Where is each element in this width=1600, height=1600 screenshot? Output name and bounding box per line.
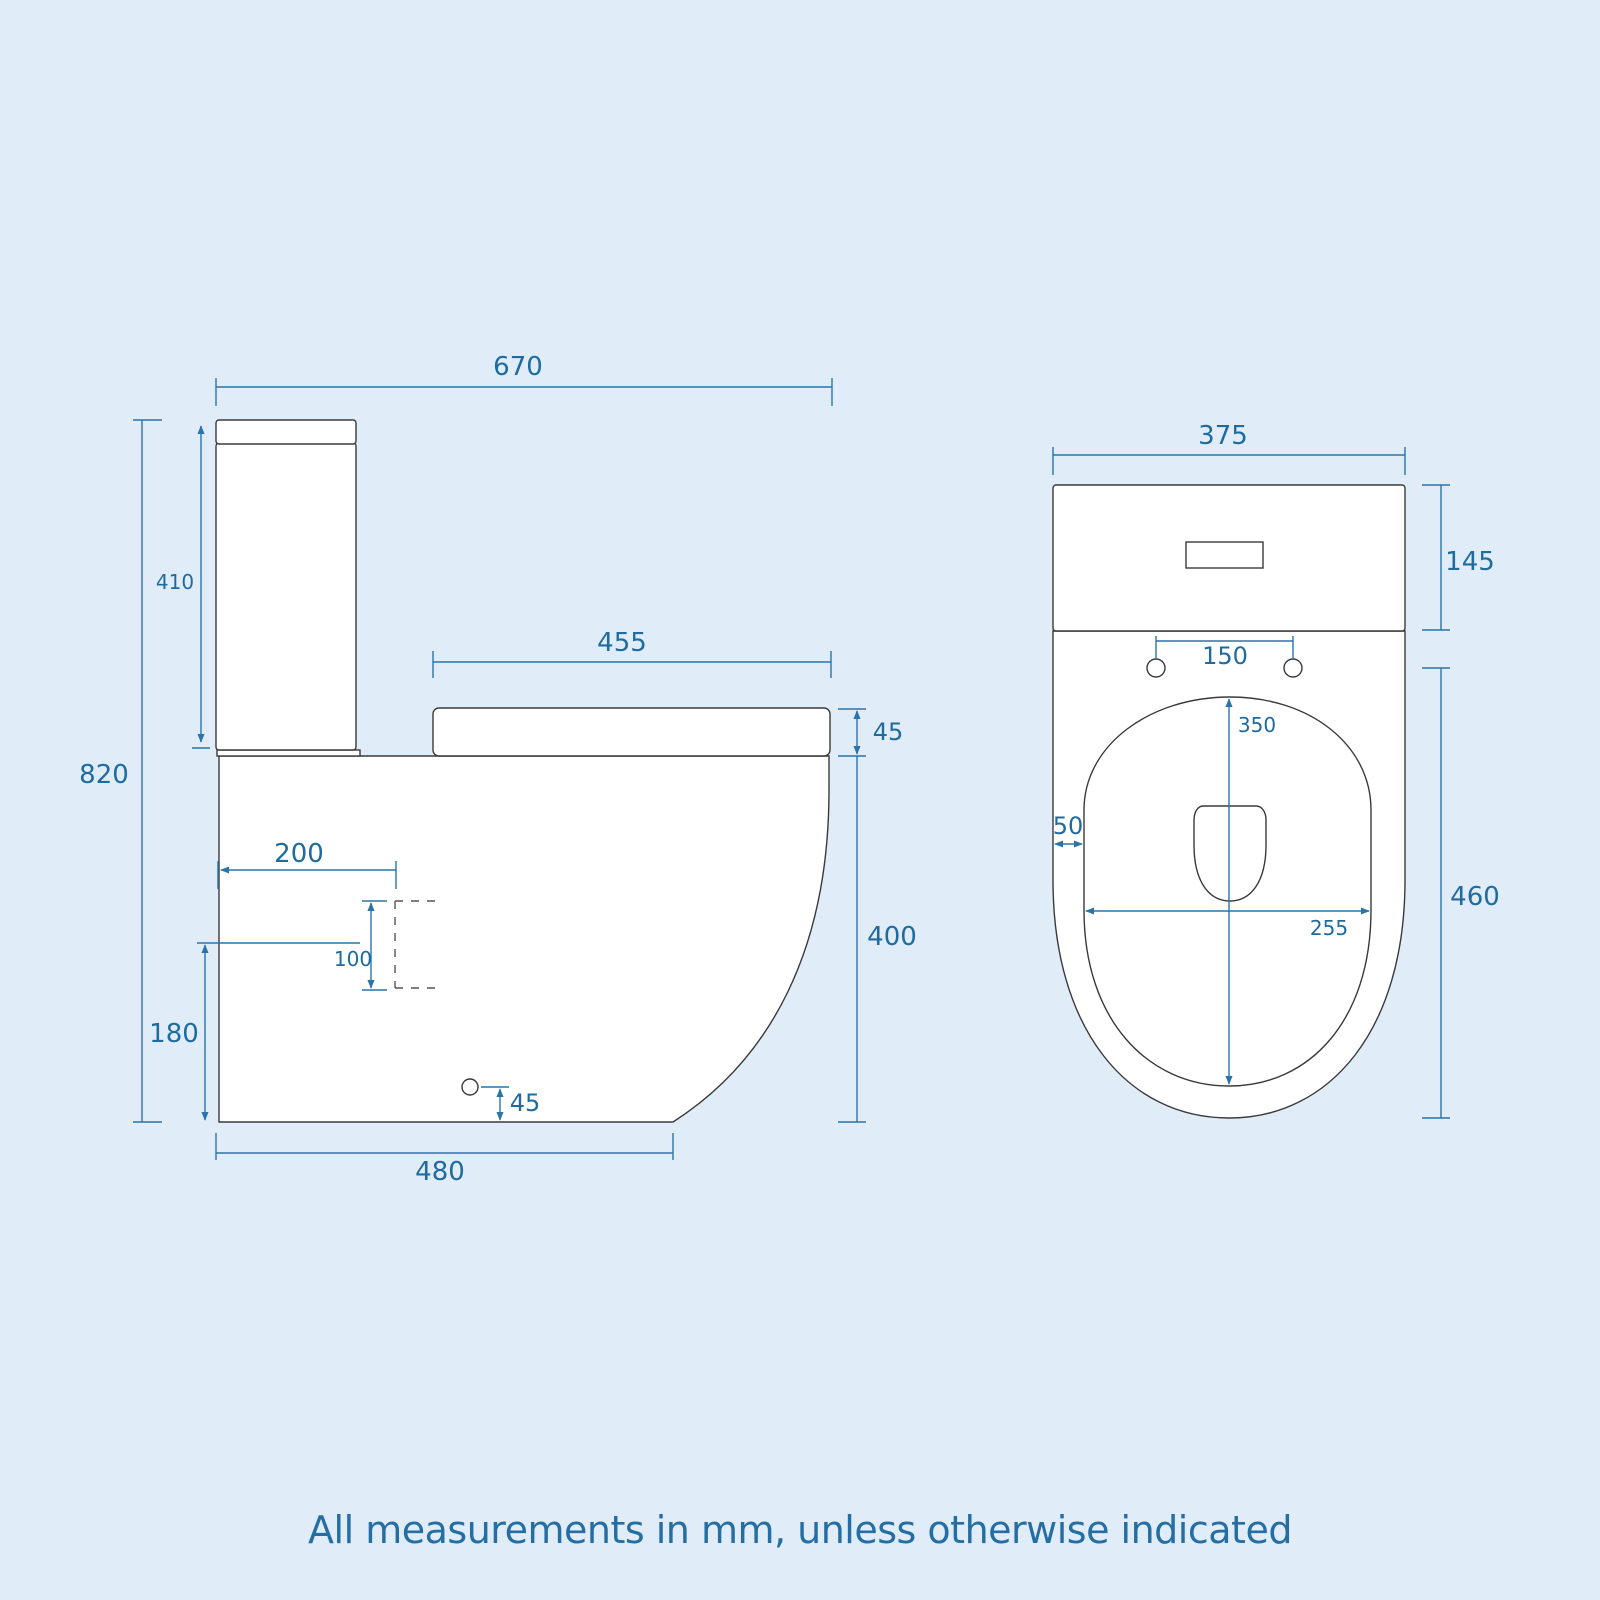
- side-view: 670 820 410 455 45: [79, 352, 917, 1187]
- waste-outlet-outline: [394, 900, 435, 989]
- dim-opening-width: 255: [1085, 907, 1370, 940]
- bowl-outlet: [1193, 805, 1267, 902]
- dim-pan-length: 460: [1422, 667, 1500, 1119]
- svg-text:45: 45: [510, 1089, 541, 1117]
- dim-overall-depth: 670: [215, 352, 833, 406]
- svg-text:820: 820: [79, 760, 129, 790]
- dim-hinge-centres: 150: [1155, 636, 1294, 670]
- dim-cistern-height: 410: [156, 425, 210, 749]
- svg-text:460: 460: [1450, 882, 1500, 912]
- cistern-lid: [215, 419, 357, 445]
- dim-outlet-from-back: 200: [217, 839, 397, 889]
- dim-rim-width: 50: [1053, 812, 1084, 848]
- svg-text:670: 670: [493, 352, 543, 382]
- hinge-hole-right: [1283, 658, 1303, 678]
- dim-outlet-height: 180: [149, 942, 360, 1121]
- seat-lid: [432, 707, 831, 757]
- svg-text:200: 200: [274, 839, 324, 869]
- dim-overall-width: 375: [1052, 421, 1406, 475]
- svg-text:50: 50: [1053, 812, 1084, 840]
- dim-overall-height: 820: [79, 419, 162, 1123]
- dim-pan-height: 400: [838, 756, 917, 1123]
- svg-text:455: 455: [597, 628, 647, 658]
- pan-body: [218, 755, 830, 1123]
- dim-outlet-size: 100: [334, 900, 387, 991]
- dim-opening-length: 350: [1225, 698, 1276, 1085]
- hinge-hole-left: [1146, 658, 1166, 678]
- svg-text:100: 100: [334, 947, 372, 971]
- dim-seat-thickness: 45: [838, 708, 904, 757]
- cistern-body: [215, 442, 357, 751]
- svg-text:375: 375: [1198, 421, 1248, 451]
- svg-text:150: 150: [1202, 642, 1248, 670]
- svg-text:350: 350: [1238, 713, 1276, 737]
- svg-text:400: 400: [867, 922, 917, 952]
- top-view: 375 145 150 460 350: [1052, 421, 1500, 1119]
- svg-text:480: 480: [415, 1157, 465, 1187]
- svg-text:410: 410: [156, 570, 194, 594]
- dim-footprint-depth: 480: [215, 1133, 674, 1187]
- dim-fixing-hole-height: 45: [481, 1086, 541, 1121]
- svg-text:145: 145: [1445, 547, 1495, 577]
- flush-button: [1185, 541, 1264, 569]
- svg-text:180: 180: [149, 1019, 199, 1049]
- dim-cistern-depth: 145: [1422, 484, 1495, 631]
- dim-seat-length: 455: [432, 628, 832, 678]
- svg-text:255: 255: [1310, 916, 1348, 940]
- svg-text:45: 45: [873, 718, 904, 746]
- cistern-base-plate: [216, 749, 361, 757]
- fixing-hole: [461, 1078, 479, 1096]
- units-footnote: All measurements in mm, unless otherwise…: [308, 1508, 1292, 1552]
